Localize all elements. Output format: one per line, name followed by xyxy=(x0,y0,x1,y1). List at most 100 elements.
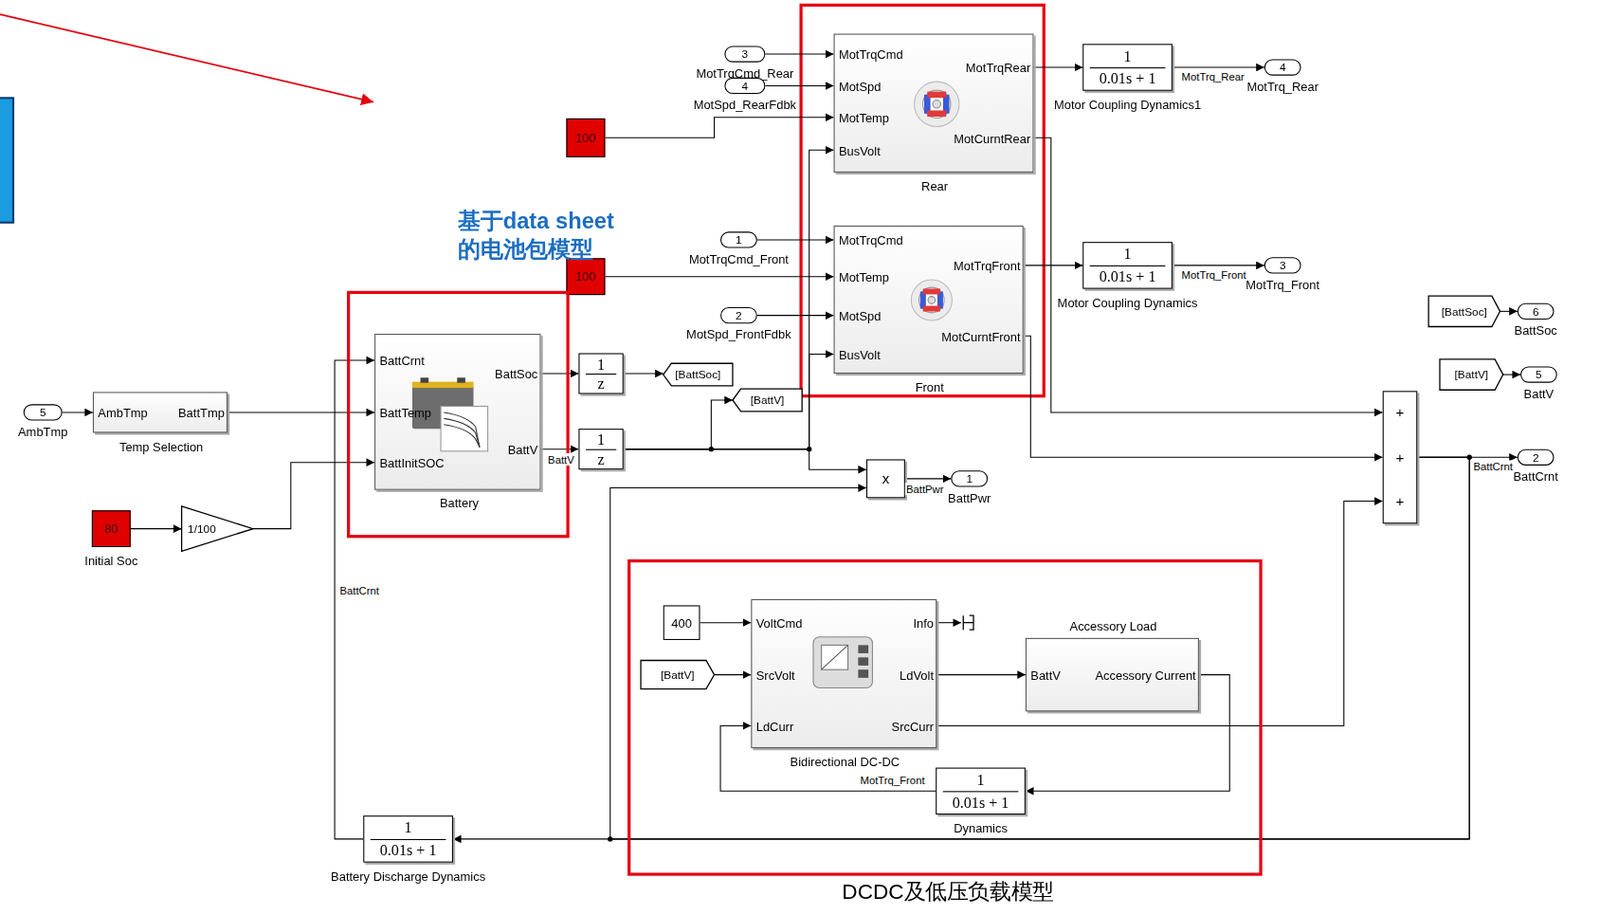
block-label: MotSpd xyxy=(838,79,882,94)
fraction-bar xyxy=(585,449,617,451)
callout-arrow xyxy=(0,14,374,103)
block-label: BusVolt xyxy=(838,144,881,159)
block-label: 4 xyxy=(1279,60,1287,75)
port-block: 3MotTrq_Front xyxy=(1264,256,1302,273)
block-label: [BattSoc] xyxy=(674,367,721,382)
signal-line xyxy=(227,411,375,413)
block-label: MotSpd xyxy=(838,309,882,324)
fraction-bar xyxy=(585,373,617,375)
block-label: BattSoc xyxy=(494,367,538,382)
block-label: Front xyxy=(915,381,945,396)
signal-line xyxy=(623,149,835,449)
block-label: MotTrq_Front xyxy=(1245,277,1320,292)
signal-line xyxy=(610,456,1470,839)
block-label: 100 xyxy=(575,269,597,284)
from-tag: [BattSoc] xyxy=(1428,295,1500,327)
block-label: 5 xyxy=(1535,367,1543,382)
signal-line xyxy=(764,54,834,55)
signal-line xyxy=(623,449,867,471)
block-label: 1 xyxy=(965,471,973,486)
block-label: BattV xyxy=(1524,386,1555,401)
signal-line xyxy=(1172,67,1265,69)
port-block: 4MotTrq_Rear xyxy=(1264,58,1302,75)
signal-line xyxy=(764,85,834,87)
block-label: BattInitSOC xyxy=(379,455,444,471)
block-label: LdCurr xyxy=(756,719,794,734)
block-label: x xyxy=(882,471,891,486)
subsystem-block: MotTrqCmdMotSpdMotTempBusVoltMotTrqRearM… xyxy=(834,34,1035,173)
block-label: 400 xyxy=(671,616,692,631)
subsystem-block: BattCrntBattTempBattInitSOCBattSocBattVB… xyxy=(374,333,541,491)
highlight-region: DCDC及低压负载模型400[BattV]VoltCmdSrcVoltLdCur… xyxy=(627,559,1263,876)
block-label: MotTemp xyxy=(838,270,890,285)
signal-line xyxy=(1023,335,1383,457)
block-label: 2 xyxy=(735,308,743,323)
terminator-block xyxy=(963,615,974,630)
block-label: 4 xyxy=(742,78,749,93)
constant-block: 100 xyxy=(565,118,605,158)
signal-line xyxy=(936,501,1382,727)
block-label: Rear xyxy=(921,179,948,194)
block-label: 1 xyxy=(1124,48,1132,66)
port-block: 2MotSpd_FrontFdbk xyxy=(720,307,758,324)
subsystem-block: VoltCmdSrcVoltLdCurrInfoLdVoltSrcCurrBid… xyxy=(750,599,937,748)
block-label: MotTemp xyxy=(838,110,890,126)
signal-line xyxy=(1172,264,1265,266)
block-label: MotSpd_RearFdbk xyxy=(693,97,797,112)
block-label: [BattSoc] xyxy=(1441,304,1488,319)
block-label: Accessory Load xyxy=(1070,618,1158,634)
signal-line xyxy=(1034,67,1084,69)
signal-label: MotTrq_Front xyxy=(858,773,926,786)
transfer-function: 10.01s + 1Motor Coupling Dynamics1 xyxy=(1082,43,1173,91)
block-label: MotTrq_Rear xyxy=(1246,79,1319,94)
block-label: MotTrqFront xyxy=(953,258,1021,273)
block-label: Bidirectional DC-DC xyxy=(790,755,901,770)
block-label: VoltCmd xyxy=(756,616,803,631)
block-label: 0.01s + 1 xyxy=(1099,70,1157,88)
junction-dots xyxy=(607,446,1473,842)
port-block: 6BattSoc xyxy=(1517,303,1555,320)
subsystem-block: Accessory LoadBattVAccessory Current xyxy=(1025,637,1200,712)
block-label: 1 xyxy=(597,356,605,374)
block-label: BattV xyxy=(1030,668,1061,683)
signal-line xyxy=(604,117,834,139)
block-label: 1 xyxy=(735,232,743,247)
block-label: BattCrnt xyxy=(1512,469,1558,484)
block-label: 基于data sheet 的电池包模型 xyxy=(457,207,703,265)
transfer-function: 1z xyxy=(578,352,623,394)
block-label: 2 xyxy=(1532,450,1540,465)
block-label: + xyxy=(1396,404,1405,419)
block-label: 80 xyxy=(104,521,118,536)
block-label: Dynamics xyxy=(953,821,1008,837)
signal-line xyxy=(700,621,752,623)
constant-block: 80Initial Soc xyxy=(91,509,131,547)
signal-line xyxy=(905,477,951,479)
block-label: MotTrqCmd xyxy=(838,234,904,249)
signal-label: BattV xyxy=(546,453,576,466)
signal-line xyxy=(541,448,580,450)
block-label: 1 xyxy=(977,771,985,789)
block-label: + xyxy=(1396,493,1405,509)
fraction-bar xyxy=(943,790,1019,792)
sum-block: x xyxy=(866,458,906,498)
block-label: Initial Soc xyxy=(84,554,138,569)
block-label: SrcVolt xyxy=(756,668,796,683)
block-label: SrcCurr xyxy=(891,719,935,734)
constant-block: 100 xyxy=(565,257,605,295)
block-label: Info xyxy=(912,616,934,631)
block-label: 3 xyxy=(1279,257,1287,273)
signal-line xyxy=(541,372,580,374)
subsystem-block: AmbTmpBattTmpTemp Selection xyxy=(92,391,228,433)
block-label: 6 xyxy=(1532,304,1540,319)
block-label: [BattV] xyxy=(750,392,785,407)
signal-line xyxy=(936,621,962,623)
signal-line xyxy=(62,411,93,413)
goto-tag: [BattV] xyxy=(732,388,802,412)
transfer-function: 10.01s + 1Battery Discharge Dynamics xyxy=(363,815,454,863)
signal-label: BattCrnt xyxy=(1472,460,1514,473)
port-block: 1MotTrqCmd_Front xyxy=(720,231,758,248)
port-block: 4MotSpd_RearFdbk xyxy=(724,77,765,94)
block-label: Motor Coupling Dynamics xyxy=(1057,295,1199,310)
block-label: 1 xyxy=(404,818,413,837)
